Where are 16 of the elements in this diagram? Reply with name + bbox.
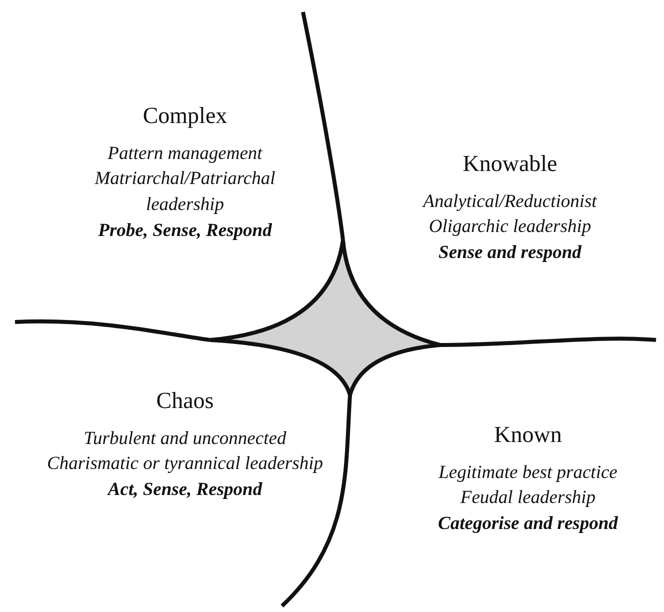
approach-text: Act, Sense, Respond [108,479,262,502]
approach-text: Probe, Sense, Respond [98,220,272,244]
description-text: Turbulent and unconnected [84,428,286,451]
description-text: Analytical/Reductionist [423,190,597,214]
domain-title: Knowable [462,150,558,178]
domain-title: Complex [142,102,228,130]
approach-text: Categorise and respond [438,513,618,536]
domain-title: Chaos [156,387,214,415]
description-text: Matriarchal/Patriarchal leadership [94,168,276,218]
approach-text: Sense and respond [438,242,582,266]
description-text: Legitimate best practice [438,462,618,485]
description-text: Pattern management [108,142,262,166]
description-text: Charismatic or tyrannical leadership [47,453,323,476]
description-text: Oligarchic leadership [428,216,592,240]
description-text: Feudal leadership [460,487,596,510]
domain-title: Known [494,421,562,449]
